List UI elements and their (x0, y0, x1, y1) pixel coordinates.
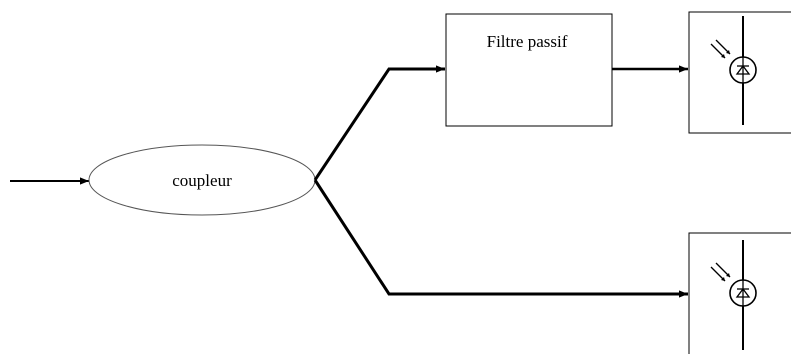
coupler: coupleur (88, 144, 316, 216)
lower-branch-arrow (313, 179, 688, 298)
detector-box-1 (688, 11, 791, 134)
detector-box-2 (688, 232, 791, 354)
upper-branch-arrow (313, 65, 445, 181)
photodiode-icon (710, 16, 757, 125)
coupler-label: coupleur (172, 171, 232, 190)
passive-filter: Filtre passif (445, 13, 613, 127)
photodiode-icon (710, 240, 757, 350)
filter-label: Filtre passif (487, 32, 568, 51)
filter-box (445, 13, 613, 127)
